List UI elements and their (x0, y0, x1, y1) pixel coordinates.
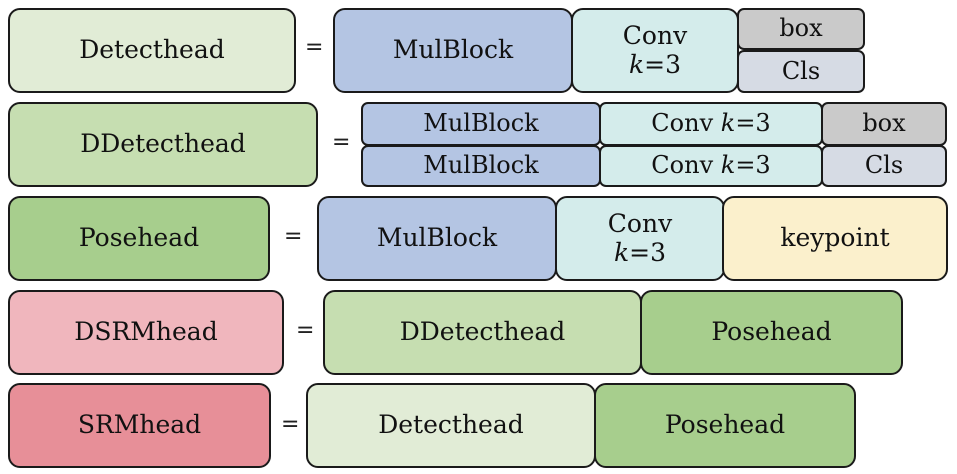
box-label: box (862, 109, 906, 138)
dsrmhead-label-box: DSRMhead (8, 290, 284, 375)
posehead-label: Posehead (711, 317, 832, 347)
equals-sign: = (296, 318, 315, 343)
srmhead-label-box: SRMhead (8, 383, 271, 468)
mulblock-label: MulBlock (423, 109, 539, 138)
detecthead-mulblock: MulBlock (333, 8, 573, 93)
dsrmhead-ddetecthead: DDetecthead (323, 290, 642, 375)
posehead-label-box: Posehead (8, 196, 270, 281)
kernel-value: =3 (735, 151, 771, 180)
ddetecthead-cls: Cls (821, 145, 947, 187)
ddetecthead-conv-1: Conv k=3 (599, 102, 823, 146)
posehead-conv: Conv k=3 (555, 196, 725, 281)
conv-kernel-label: k=3 (628, 49, 681, 80)
detecthead-label-box: Detecthead (8, 8, 296, 93)
ddetecthead-label: DDetecthead (80, 129, 246, 159)
conv-kernel-label: k=3 (613, 237, 666, 268)
srmhead-label: SRMhead (77, 410, 202, 440)
detecthead-label: Detecthead (79, 35, 225, 65)
dsrmhead-posehead: Posehead (640, 290, 903, 375)
posehead-mulblock: MulBlock (317, 196, 557, 281)
posehead-label: Posehead (78, 223, 200, 253)
dsrmhead-label: DSRMhead (74, 317, 218, 347)
kernel-value: =3 (735, 109, 771, 138)
detecthead-conv: Conv k=3 (571, 8, 739, 93)
srmhead-posehead: Posehead (594, 383, 856, 468)
ddetecthead-conv-2: Conv k=3 (599, 145, 823, 187)
detecthead-label: Detecthead (378, 410, 524, 440)
equals-sign: = (332, 130, 351, 155)
conv-text: Conv (651, 109, 721, 138)
conv-text: Conv (651, 151, 721, 180)
ddetecthead-label-box: DDetecthead (8, 102, 318, 187)
conv-label: Conv (607, 208, 673, 238)
conv-label: Conv k=3 (651, 109, 771, 138)
mulblock-label: MulBlock (376, 223, 498, 253)
ddetecthead-mulblock-1: MulBlock (361, 102, 601, 146)
box-label: box (779, 14, 823, 43)
kernel-var: k (720, 109, 736, 138)
posehead-label: Posehead (664, 410, 786, 440)
kernel-value: =3 (644, 49, 681, 79)
kernel-var: k (720, 151, 736, 180)
conv-label: Conv (622, 20, 688, 50)
keypoint-label: keypoint (780, 223, 890, 253)
ddetecthead-label: DDetecthead (399, 317, 566, 347)
kernel-value: =3 (629, 237, 666, 267)
ddetecthead-mulblock-2: MulBlock (361, 145, 601, 187)
cls-label: Cls (781, 56, 821, 85)
ddetecthead-box: box (821, 102, 947, 146)
mulblock-label: MulBlock (423, 151, 539, 180)
srmhead-detecthead: Detecthead (306, 383, 596, 468)
equals-sign: = (281, 412, 300, 437)
mulblock-label: MulBlock (392, 35, 514, 65)
detecthead-cls: Cls (737, 50, 865, 93)
equals-sign: = (305, 35, 324, 60)
kernel-var: k (613, 237, 630, 267)
conv-label: Conv k=3 (651, 151, 771, 180)
detecthead-box: box (737, 8, 865, 50)
posehead-keypoint: keypoint (722, 196, 948, 281)
equals-sign: = (284, 224, 303, 249)
kernel-var: k (628, 49, 645, 79)
cls-label: Cls (864, 151, 904, 180)
